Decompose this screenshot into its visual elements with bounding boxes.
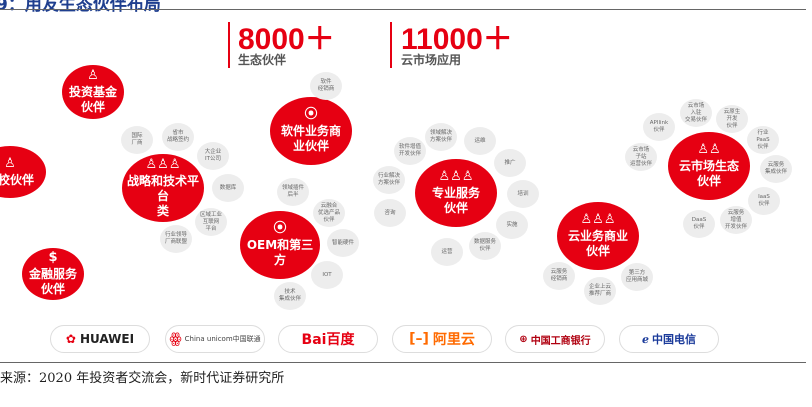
- circle-cloud-business-partner: ♙♙♙ 云业务商业 伙伴: [557, 202, 639, 270]
- logo-icbc: ⊕中国工商银行: [505, 325, 605, 353]
- circle-software-partner: ⦿ 软件业务商 业伙伴: [270, 97, 352, 165]
- circle-label: 高校伙伴: [0, 172, 34, 187]
- sub-circle: 云原生 开发 伙伴: [716, 105, 748, 133]
- group-icon: ♙♙♙: [145, 156, 181, 172]
- circle-label: 云业务商业 伙伴: [567, 229, 628, 258]
- circle-label: 投资基金 伙伴: [68, 85, 117, 114]
- sub-circle: APIlink 伙伴: [643, 113, 675, 141]
- sub-circle: 数据库: [212, 174, 244, 202]
- circle-school-partner: ♙高校伙伴: [0, 146, 46, 198]
- huawei-flower-icon: ✿: [65, 332, 76, 346]
- sub-circle: 云融合 优选产品 伙伴: [313, 199, 345, 227]
- circle-finance-partner: $ 金融服务 伙伴: [22, 248, 84, 300]
- sub-circle: 第三方 应用商城: [621, 263, 653, 291]
- circle-label: 软件业务商 业伙伴: [280, 124, 341, 153]
- stat-partners-value: 8000＋: [238, 23, 335, 56]
- sub-circle: 软件增值 开发伙伴: [394, 137, 426, 165]
- circle-strategy-partner: ♙♙♙战略和技术平台 类: [122, 154, 204, 222]
- sub-circle: 行业 PaaS 伙伴: [747, 126, 779, 154]
- sub-circle: 领域解决 方案伙伴: [425, 123, 457, 151]
- logo-aliyun: [–]阿里云: [392, 325, 492, 353]
- stat-partners-label: 生态伙伴: [238, 53, 287, 67]
- icbc-emblem-icon: ⊕: [519, 333, 528, 345]
- sub-circle: 推广: [494, 149, 526, 177]
- circle-label: 战略和技术平台 类: [126, 173, 199, 218]
- money-person-icon: $: [48, 250, 58, 265]
- bottom-divider: [0, 362, 806, 363]
- circle-oem-partner: ⦿ OEM和第三方: [240, 211, 320, 279]
- unicom-knot-icon: ꙮ: [169, 331, 182, 347]
- person-icon: ♙: [87, 68, 99, 83]
- circle-label: 专业服务 伙伴: [431, 186, 480, 215]
- stat-apps-label: 云市场应用: [401, 53, 462, 67]
- logo-huawei: ✿HUAWEI: [50, 325, 150, 353]
- sub-circle: 运维: [464, 127, 496, 155]
- circle-label: 金融服务 伙伴: [28, 267, 77, 296]
- sub-circle: 数据服务 伙伴: [469, 232, 501, 260]
- sub-circle: DaaS 伙伴: [683, 210, 715, 238]
- aliyun-bracket-icon: [–]: [409, 331, 429, 347]
- logo-text: HUAWEI: [79, 332, 135, 346]
- sub-circle: 咨询: [374, 199, 406, 227]
- sub-circle: 实施: [496, 211, 528, 239]
- sub-circle: 国际 厂商: [121, 126, 153, 154]
- circle-professional-service-partner: ♙♙♙ 专业服务 伙伴: [415, 159, 497, 227]
- sub-circle: 云市场 子站 运营伙伴: [625, 143, 657, 171]
- circle-cloud-market-partner: ♙♙ 云市场生态 伙伴: [668, 132, 750, 200]
- stat-bar: [228, 22, 230, 68]
- sub-circle: 培训: [507, 180, 539, 208]
- sub-circle: IaaS 伙伴: [748, 187, 780, 215]
- teacher-icon: ♙: [4, 155, 16, 171]
- stat-apps-value: 11000＋: [401, 23, 513, 56]
- location-person-icon: ⦿: [273, 221, 287, 236]
- sub-circle: 区域工业 互联网 平台: [195, 208, 227, 236]
- circle-invest-partner: ♙ 投资基金 伙伴: [62, 65, 124, 119]
- sub-circle: 大企业 IT公司: [197, 142, 229, 170]
- people-icon: ♙♙♙: [580, 212, 616, 227]
- logo-text: 中国电信: [652, 333, 696, 346]
- source-note: 来源：2020 年投资者交流会，新时代证券研究所: [0, 371, 285, 386]
- logo-text: China unicom中国联通: [184, 335, 261, 343]
- sub-circle: 云市场 入驻 交易伙伴: [680, 99, 712, 127]
- sub-circle: 云服务 经销商: [543, 262, 575, 290]
- sub-circle: 智能硬件: [327, 229, 359, 257]
- stat-bar: [390, 22, 392, 68]
- location-person-icon: ⦿: [304, 107, 318, 122]
- sub-circle: 云服务 增值 开发伙伴: [720, 206, 752, 234]
- sub-circle: 技术 集成伙伴: [274, 282, 306, 310]
- sub-circle: 领域插件 后半: [277, 178, 309, 206]
- sub-circle: 运营: [431, 238, 463, 266]
- logo-baidu: Bai百度: [278, 325, 378, 353]
- sub-circle: 企业上云 推荐厂商: [584, 277, 616, 305]
- team-icon: ♙♙♙: [438, 169, 474, 184]
- logo-text: Bai百度: [301, 332, 355, 348]
- figure-title: 9：用友生态伙伴布局: [0, 0, 161, 15]
- handshake-icon: ♙♙: [697, 142, 721, 157]
- sub-circle: IOT: [311, 261, 343, 289]
- top-divider: [0, 9, 806, 10]
- sub-circle: 行业解决 方案伙伴: [373, 166, 405, 194]
- logo-text: 中国工商银行: [530, 335, 591, 347]
- sub-circle: 云服务 集成伙伴: [760, 155, 792, 183]
- sub-circle: 软件 经销商: [310, 72, 342, 100]
- telecom-e-icon: ℯ: [642, 332, 649, 346]
- circle-label: 云市场生态 伙伴: [678, 159, 739, 188]
- circle-label: OEM和第三方: [246, 238, 314, 267]
- logo-text: 阿里云: [432, 332, 475, 348]
- sub-circle: 行业领导 厂商联盟: [160, 225, 192, 253]
- sub-circle: 省市 战略签约: [162, 123, 194, 151]
